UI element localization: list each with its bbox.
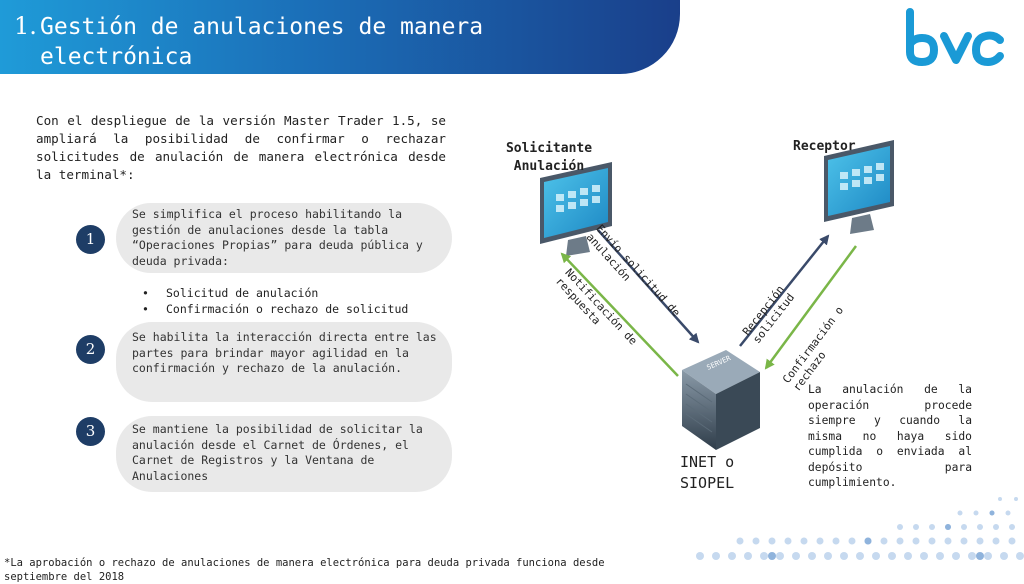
response-notification-arrow: [560, 252, 679, 377]
section-number: 1.: [14, 12, 37, 40]
slide-title: Gestión de anulaciones de manera electró…: [40, 14, 484, 70]
receiver-label: Receptor: [793, 139, 856, 154]
server-icon: SERVER: [682, 350, 760, 450]
item-text-1: Se simplifica el proceso habilitando la …: [116, 203, 452, 273]
item-text-2: Se habilita la interacción directa entre…: [116, 322, 452, 402]
confirmation-arrow: [764, 245, 858, 370]
item-badge-1: 1: [76, 225, 105, 254]
slide-header: 1. Gestión de anulaciones de manera elec…: [0, 0, 680, 74]
requester-computer-icon: [540, 162, 612, 256]
bullet-item: Confirmación o rechazo de solicitud: [142, 302, 408, 318]
footnote: *La aprobación o rechazo de anulaciones …: [4, 557, 605, 583]
item-text-3: Se mantiene la posibilidad de solicitar …: [116, 416, 452, 492]
requester-label: Solicitante Anulación: [505, 141, 593, 174]
bullet-item: Solicitud de anulación: [142, 286, 408, 302]
bvc-logo: bvc: [906, 8, 1004, 66]
receiver-computer-icon: [824, 140, 894, 234]
item-badge-3: 3: [76, 417, 105, 446]
cancellation-note: La anulación de la operación procede sie…: [808, 383, 972, 489]
bullet-list: Solicitud de anulación Confirmación o re…: [142, 286, 408, 317]
server-label: INET o SIOPEL: [680, 453, 735, 492]
send-request-arrow: [597, 229, 700, 344]
receive-request-arrow: [739, 234, 830, 347]
item-badge-2: 2: [76, 335, 105, 364]
intro-paragraph: Con el despliegue de la versión Master T…: [36, 113, 446, 182]
dot-pattern: [696, 497, 1024, 560]
